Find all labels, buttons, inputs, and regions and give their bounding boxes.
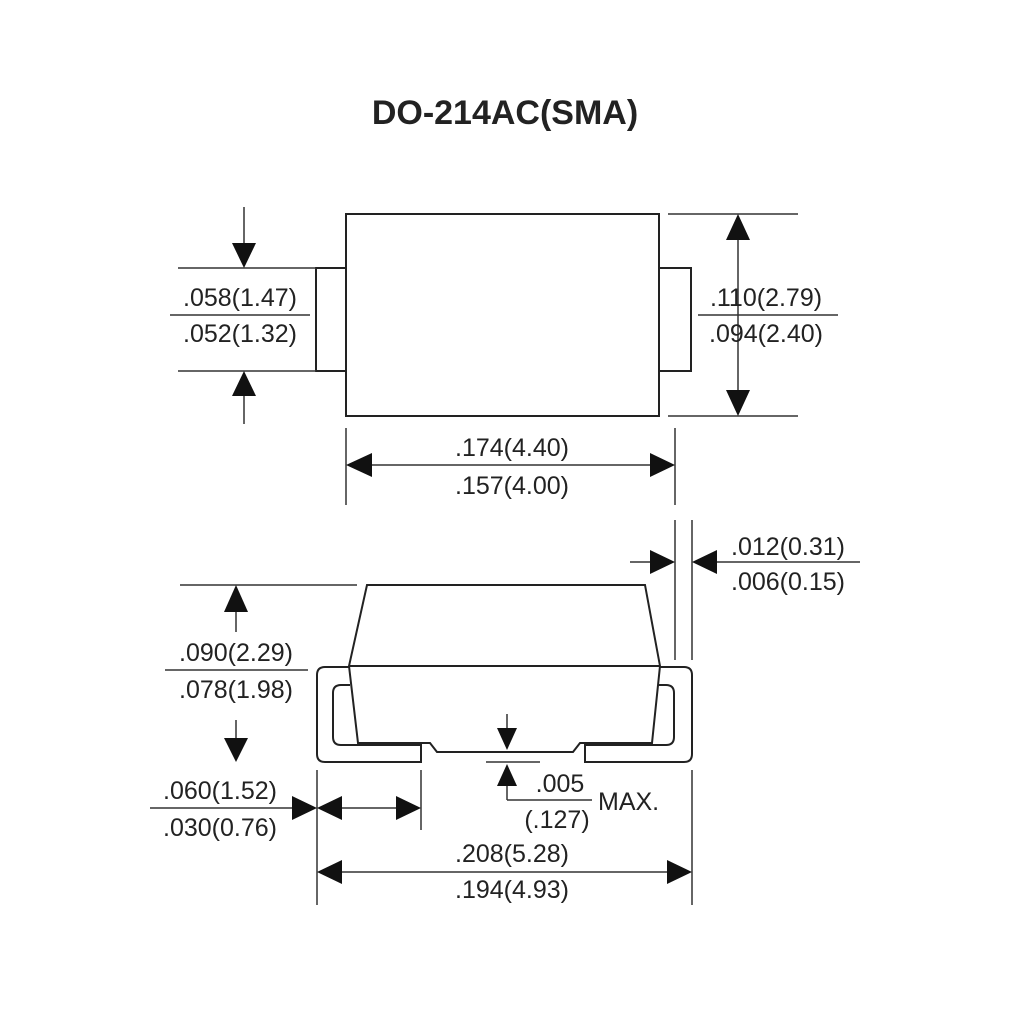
lead-height-max: .058(1.47): [183, 284, 297, 312]
standoff-value: .005: [536, 770, 585, 798]
body-length-min: .157(4.00): [455, 472, 569, 500]
arrow-up-icon: [224, 585, 248, 612]
body-height-max: .110(2.79): [710, 284, 822, 312]
body-height-min: .094(2.40): [709, 320, 823, 348]
arrow-right-icon: [650, 550, 675, 574]
lead-height-min: .052(1.32): [183, 320, 297, 348]
right-lead-tab: [658, 267, 692, 372]
standoff-suffix: MAX.: [598, 788, 659, 816]
standoff-metric: (.127): [524, 806, 589, 834]
arrow-up-icon: [232, 371, 256, 396]
arrow-left-icon: [317, 796, 342, 820]
arrow-down-icon: [224, 738, 248, 762]
top-view: .058(1.47) .052(1.32) .110(2.79) .094(2.…: [170, 207, 838, 505]
arrow-down-icon: [726, 390, 750, 416]
body-outline: [345, 213, 660, 417]
arrow-down-icon: [232, 243, 256, 268]
body-profile: [347, 584, 662, 753]
arrow-right-icon: [396, 796, 421, 820]
overall-length-max: .208(5.28): [455, 840, 569, 868]
overall-height-min: .078(1.98): [179, 676, 293, 704]
right-lead: [584, 666, 693, 763]
lead-thickness-max: .012(0.31): [731, 533, 845, 561]
arrow-down-icon: [497, 728, 517, 750]
arrow-left-icon: [317, 860, 342, 884]
overall-height-max: .090(2.29): [179, 639, 293, 667]
arrow-right-icon: [667, 860, 692, 884]
package-title: DO-214AC(SMA): [372, 94, 638, 132]
left-lead-tab: [315, 267, 347, 372]
side-view: .012(0.31) .006(0.15) .090(2.29) .078(1.…: [150, 520, 860, 905]
arrow-left-icon: [346, 453, 372, 477]
left-lead: [316, 666, 422, 763]
arrow-up-icon: [497, 764, 517, 786]
arrow-right-icon: [650, 453, 675, 477]
lead-length-min: .030(0.76): [163, 814, 277, 842]
body-length-max: .174(4.40): [455, 434, 569, 462]
overall-length-min: .194(4.93): [455, 876, 569, 904]
arrow-up-icon: [726, 214, 750, 240]
lead-length-max: .060(1.52): [163, 777, 277, 805]
lead-thickness-min: .006(0.15): [731, 568, 845, 596]
